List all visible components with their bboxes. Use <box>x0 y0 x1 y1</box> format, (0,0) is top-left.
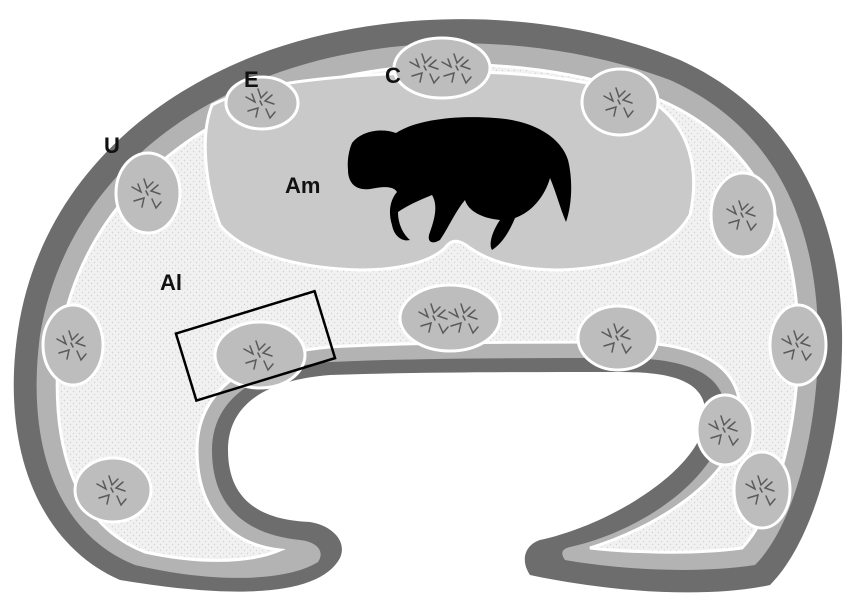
cotyledon <box>400 285 500 351</box>
cotyledon <box>711 173 775 257</box>
cotyledon <box>578 306 658 370</box>
cotyledon <box>734 452 790 528</box>
label-e: E <box>244 67 259 92</box>
label-al: Al <box>160 270 182 295</box>
cotyledon <box>697 395 753 465</box>
cotyledon <box>394 38 490 98</box>
cotyledon <box>215 322 305 388</box>
label-c: C <box>385 63 401 88</box>
cotyledon <box>226 77 298 129</box>
label-u: U <box>104 133 120 158</box>
cotyledon <box>116 153 180 233</box>
cotyledon <box>43 305 103 385</box>
cotyledon <box>75 458 151 522</box>
cotyledon <box>582 69 658 135</box>
label-am: Am <box>285 173 320 198</box>
cotyledon <box>770 305 826 385</box>
